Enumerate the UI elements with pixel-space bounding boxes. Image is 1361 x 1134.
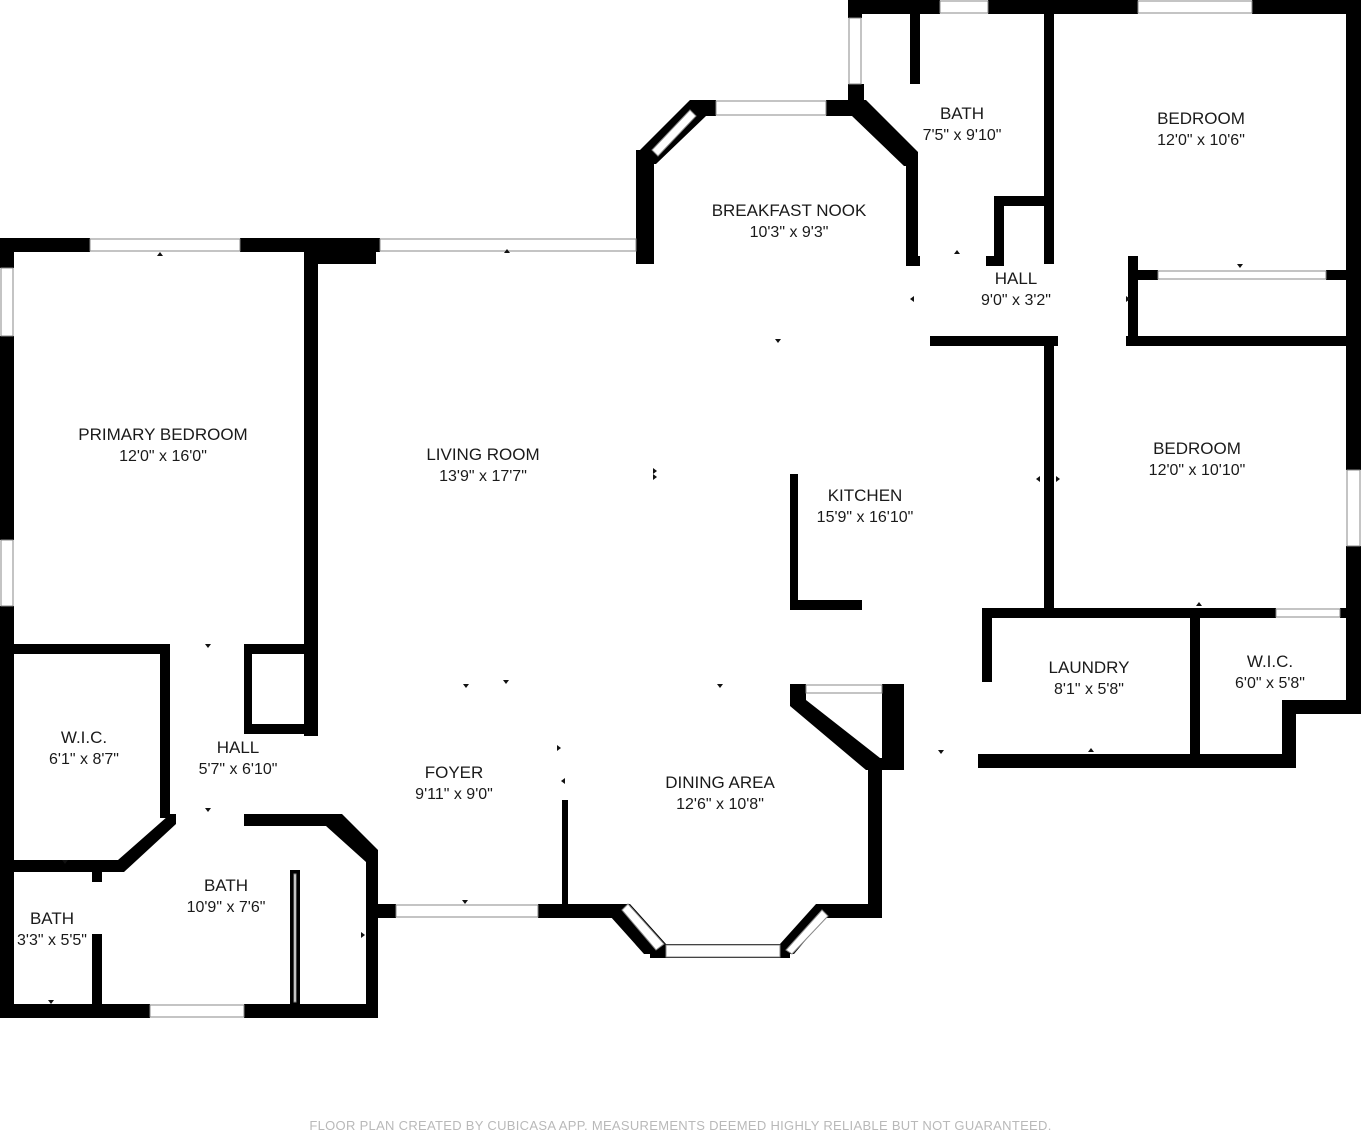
room-dimensions: 12'0" x 16'0" xyxy=(119,448,207,465)
room-dimensions: 9'0" x 3'2" xyxy=(981,292,1051,309)
room-dimensions: 12'6" x 10'8" xyxy=(676,796,764,813)
room-name: HALL xyxy=(216,738,260,757)
room-dimensions: 5'7" x 6'10" xyxy=(198,761,278,778)
room-name: BATH xyxy=(203,876,249,895)
room-label-wic-right: W.I.C. 6'0" x 5'8" xyxy=(1235,651,1305,695)
room-label-bath-small: BATH 3'3" x 5'5" xyxy=(17,908,87,952)
room-name: PRIMARY BEDROOM xyxy=(78,425,248,444)
room-name: BEDROOM xyxy=(1157,109,1245,128)
room-name: HALL xyxy=(994,269,1038,288)
room-label-laundry: LAUNDRY 8'1" x 5'8" xyxy=(1049,657,1130,701)
room-label-bedroom-top: BEDROOM 12'0" x 10'6" xyxy=(1157,108,1245,152)
room-label-hall-left: HALL 5'7" x 6'10" xyxy=(199,737,278,781)
room-name: BREAKFAST NOOK xyxy=(711,201,867,220)
room-dimensions: 12'0" x 10'6" xyxy=(1157,132,1245,149)
room-dimensions: 10'3" x 9'3" xyxy=(749,224,829,241)
room-dimensions: 7'5" x 9'10" xyxy=(922,127,1002,144)
room-label-living-room: LIVING ROOM 13'9" x 17'7" xyxy=(426,444,539,488)
room-label-kitchen: KITCHEN 15'9" x 16'10" xyxy=(817,485,914,529)
room-dimensions: 15'9" x 16'10" xyxy=(816,509,914,526)
room-dimensions: 8'1" x 5'8" xyxy=(1054,681,1124,698)
room-label-bath-top: BATH 7'5" x 9'10" xyxy=(923,103,1002,147)
room-name: BATH xyxy=(939,104,985,123)
room-name: KITCHEN xyxy=(827,486,903,505)
room-label-bath-left: BATH 10'9" x 7'6" xyxy=(187,875,266,919)
room-name: LAUNDRY xyxy=(1048,658,1130,677)
room-dimensions: 10'9" x 7'6" xyxy=(186,899,266,916)
room-name: BEDROOM xyxy=(1153,439,1241,458)
door-markers xyxy=(48,249,1243,1004)
walls xyxy=(0,0,1361,1018)
room-dimensions: 3'3" x 5'5" xyxy=(17,932,87,949)
room-dimensions: 6'0" x 5'8" xyxy=(1235,675,1305,692)
room-label-foyer: FOYER 9'11" x 9'0" xyxy=(415,762,493,806)
room-label-dining-area: DINING AREA 12'6" x 10'8" xyxy=(665,772,775,816)
room-label-wic-left: W.I.C. 6'1" x 8'7" xyxy=(49,727,119,771)
room-label-bedroom-mid: BEDROOM 12'0" x 10'10" xyxy=(1149,438,1246,482)
room-name: DINING AREA xyxy=(665,773,775,792)
room-name: LIVING ROOM xyxy=(426,445,540,464)
room-label-breakfast-nook: BREAKFAST NOOK 10'3" x 9'3" xyxy=(712,200,867,244)
room-name: BATH xyxy=(29,909,75,928)
room-dimensions: 9'11" x 9'0" xyxy=(415,786,493,803)
windows xyxy=(0,0,1361,1018)
room-name: W.I.C. xyxy=(60,728,108,747)
room-name: W.I.C. xyxy=(1246,652,1294,671)
room-name: FOYER xyxy=(424,763,484,782)
room-dimensions: 12'0" x 10'10" xyxy=(1148,462,1246,479)
room-label-primary-bedroom: PRIMARY BEDROOM 12'0" x 16'0" xyxy=(78,424,247,468)
room-dimensions: 6'1" x 8'7" xyxy=(49,751,119,768)
footer-disclaimer: FLOOR PLAN CREATED BY CUBICASA APP. MEAS… xyxy=(309,1118,1052,1133)
room-dimensions: 13'9" x 17'7" xyxy=(439,468,527,485)
room-label-hall-top: HALL 9'0" x 3'2" xyxy=(981,268,1051,312)
